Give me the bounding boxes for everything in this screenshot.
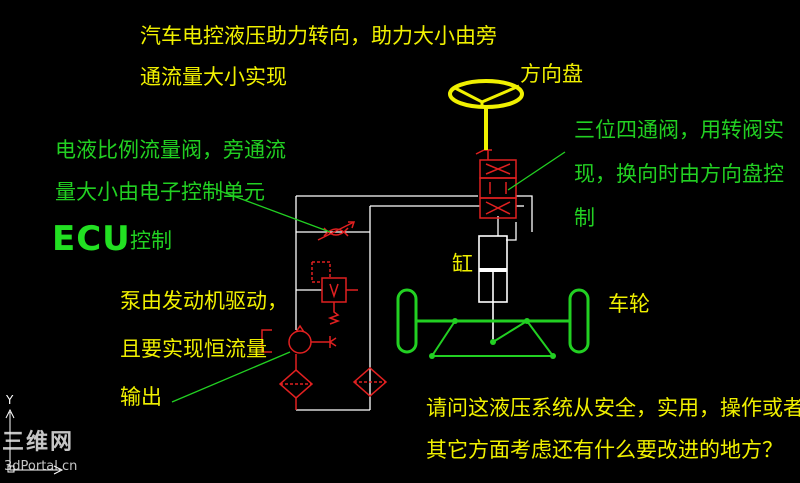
steering-wheel-spokes <box>454 84 520 108</box>
leader-lines <box>171 151 566 403</box>
steering-arm <box>492 320 528 343</box>
label-ecu: ECU <box>52 219 131 259</box>
pipe-valve-return <box>506 222 517 241</box>
pump-line-3: 输出 <box>120 385 162 409</box>
title-line-2: 通流量大小实现 <box>140 65 287 89</box>
red-components <box>261 149 517 410</box>
circuit-lines <box>295 195 533 411</box>
pump-line-2: 且要实现恒流量 <box>120 337 267 361</box>
ucs-axis-icon <box>5 408 64 475</box>
axis-label-y: Y <box>6 393 14 407</box>
leader-pump <box>171 351 291 403</box>
steering-cylinder <box>478 235 508 342</box>
pump-line-1: 泵由发动机驱动， <box>120 289 288 313</box>
four-way-valve <box>475 149 517 219</box>
filter-right <box>352 367 388 397</box>
relief-valve <box>311 261 358 325</box>
leader-four-way-valve <box>507 151 566 191</box>
wheel-linkage <box>396 288 590 359</box>
steering-components <box>448 79 524 150</box>
watermark-brand: 三维网 <box>2 430 75 455</box>
watermark-site: 3dPortal.cn <box>4 459 78 474</box>
pipe-right-outer <box>516 195 533 232</box>
flow-valve-line-1: 电液比例流量阀，旁通流 <box>55 138 286 162</box>
proportional-flow-valve <box>317 221 356 241</box>
wheel-left <box>396 288 418 354</box>
leader-flow-valve <box>211 187 331 233</box>
flow-valve-line-2: 量大小由电子控制单元 <box>55 180 265 204</box>
label-steering-wheel: 方向盘 <box>520 62 583 86</box>
question-line-1: 请问这液压系统从安全，实用，操作或者 <box>426 396 800 420</box>
pump <box>261 324 337 370</box>
valve-desc-line-2: 现，换向时由方向盘控 <box>574 162 784 186</box>
label-cylinder: 缸 <box>452 252 473 276</box>
valve-desc-line-1: 三位四通阀，用转阀实 <box>574 118 784 142</box>
steering-wheel-rim <box>448 79 524 109</box>
wheel-right <box>568 288 590 354</box>
title-line-1: 汽车电控液压助力转向，助力大小由旁 <box>140 24 497 48</box>
question-line-2: 其它方面考虑还有什么要改进的地方？ <box>426 438 783 462</box>
filter-left <box>278 369 314 410</box>
label-ecu-control: 控制 <box>130 229 172 253</box>
tie-rods <box>430 320 555 357</box>
label-wheel: 车轮 <box>608 292 650 316</box>
valve-desc-line-3: 制 <box>574 206 595 230</box>
